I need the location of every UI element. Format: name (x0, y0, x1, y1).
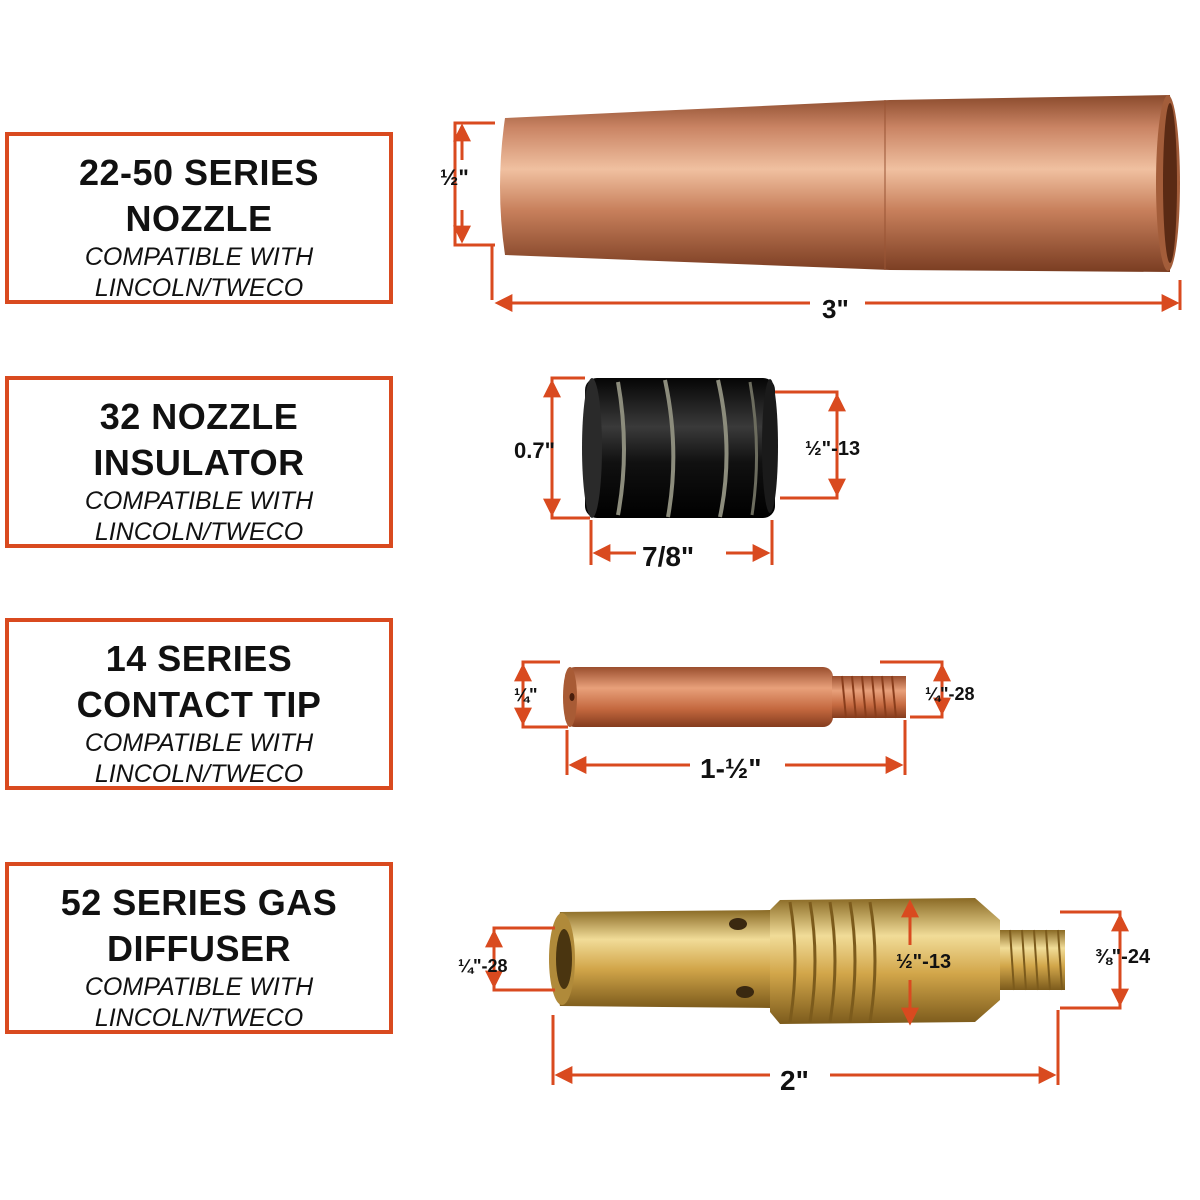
insulator-length-label: 7/8" (642, 541, 694, 572)
part-subtitle-line1: COMPATIBLE WITH (84, 243, 314, 271)
gas-diffuser-shape (549, 898, 1065, 1024)
part-title-line2: INSULATOR (93, 442, 305, 483)
label-box-contact-tip: 14 SERIES CONTACT TIP COMPATIBLE WITH LI… (5, 618, 393, 790)
part-title-line2: DIFFUSER (107, 928, 291, 969)
gas-diffuser-inner-thread-label: ¼"-28 (458, 956, 508, 976)
contact-tip-shape (563, 667, 906, 727)
part-title-line1: 22-50 SERIES (78, 152, 320, 193)
insulator-outer-label: 0.7" (514, 438, 555, 463)
part-subtitle-line1: COMPATIBLE WITH (84, 729, 314, 757)
part-subtitle-line2: LINCOLN/TWECO (94, 1004, 304, 1032)
gas-diffuser-length-label: 2" (780, 1065, 809, 1096)
nozzle-shape (500, 95, 1180, 272)
part-title-line2: NOZZLE (125, 198, 273, 239)
part-subtitle-line1: COMPATIBLE WITH (84, 487, 314, 515)
label-box-insulator: 32 NOZZLE INSULATOR COMPATIBLE WITH LINC… (5, 376, 393, 548)
contact-tip-thread-label: ¼"-28 (925, 684, 975, 704)
nozzle-length-label: 3" (822, 294, 849, 324)
part-subtitle-line2: LINCOLN/TWECO (94, 760, 304, 788)
part-subtitle-line2: LINCOLN/TWECO (94, 518, 304, 546)
contact-tip-diameter-label: ¼" (514, 685, 538, 705)
insulator-shape (582, 378, 778, 518)
gas-diffuser-end-thread-label: ⅜"-24 (1095, 946, 1151, 968)
nozzle-dimensions (453, 121, 1182, 312)
part-title-line1: 14 SERIES (105, 638, 293, 679)
contact-tip-length-label: 1-½" (700, 753, 762, 784)
insulator-thread-label: ½"-13 (805, 438, 860, 460)
part-subtitle-line1: COMPATIBLE WITH (84, 973, 314, 1001)
part-title-line1: 52 SERIES GAS (60, 882, 338, 923)
part-title-line1: 32 NOZZLE (99, 396, 299, 437)
part-subtitle-line2: LINCOLN/TWECO (94, 274, 304, 302)
insulator-dimensions (543, 376, 846, 565)
nozzle-height-label: ½" (440, 165, 469, 190)
contact-tip-dimensions (514, 660, 951, 775)
gas-diffuser-dimensions (485, 899, 1129, 1085)
label-box-nozzle: 22-50 SERIES NOZZLE COMPATIBLE WITH LINC… (5, 132, 393, 304)
gas-diffuser-mid-thread-label: ½"-13 (896, 951, 951, 973)
label-box-gas-diffuser: 52 SERIES GAS DIFFUSER COMPATIBLE WITH L… (5, 862, 393, 1034)
part-title-line2: CONTACT TIP (76, 684, 322, 725)
